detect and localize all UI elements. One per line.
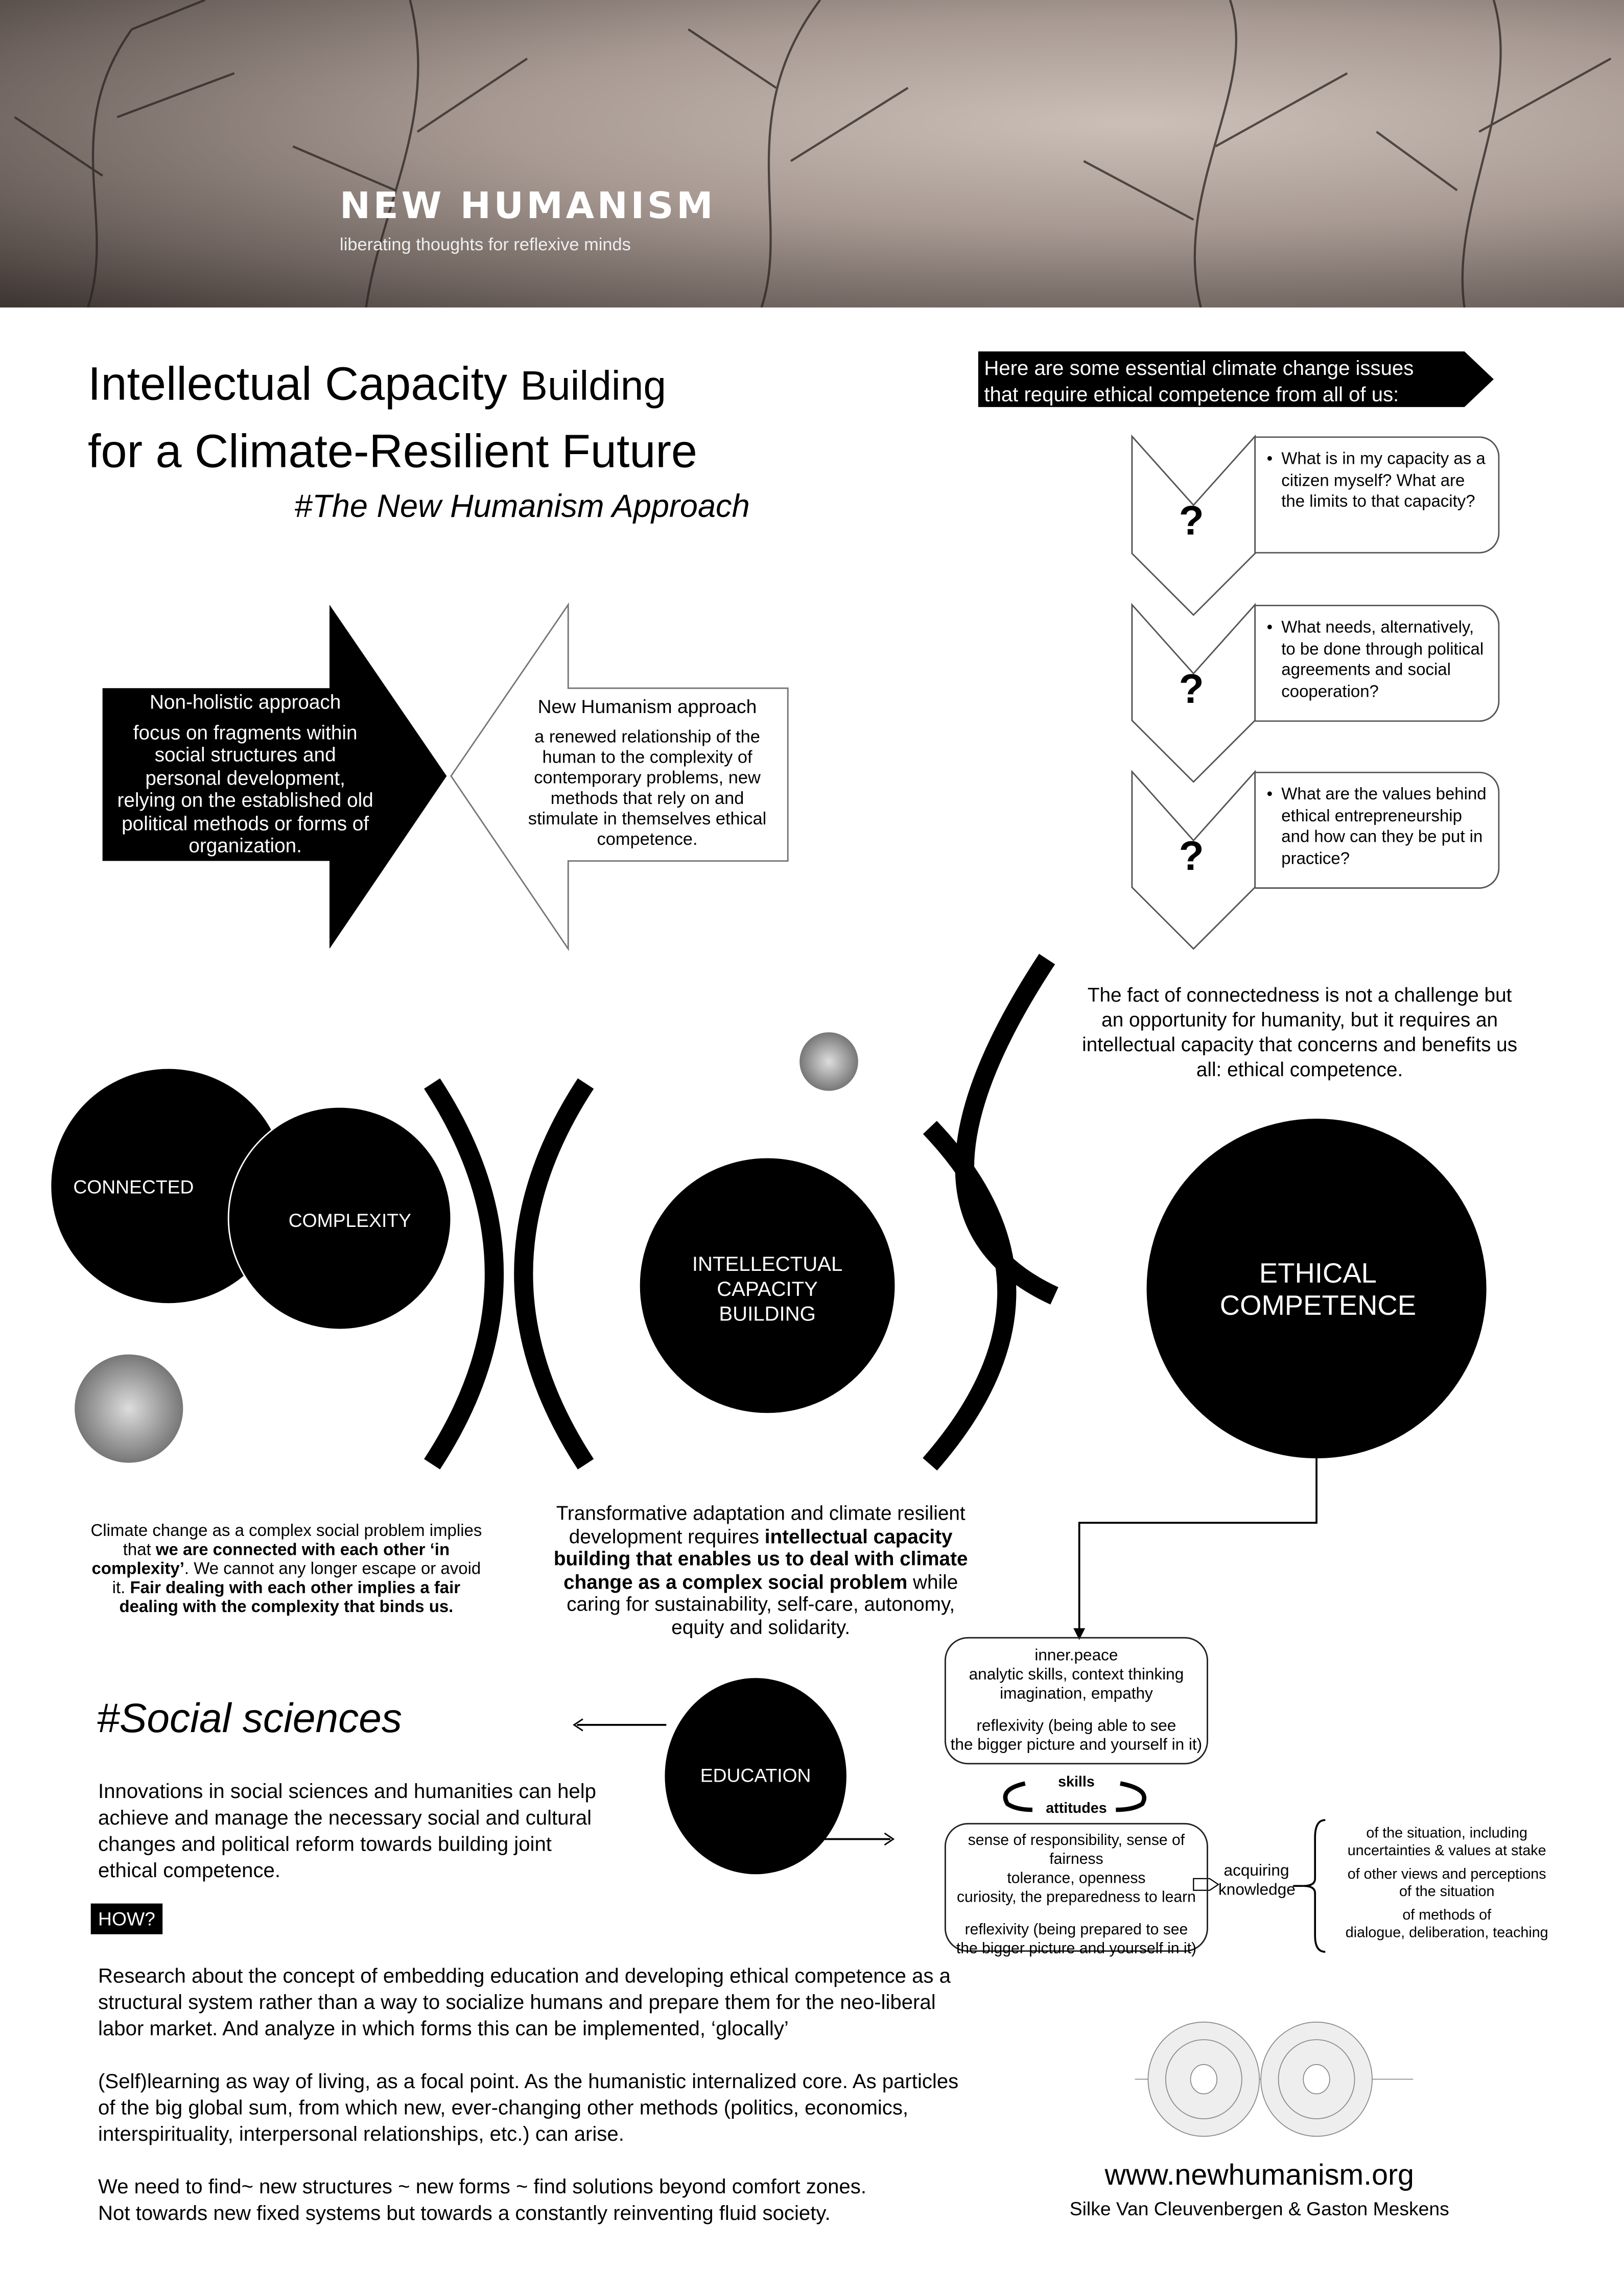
complexity-label: COMPLEXITY xyxy=(288,1209,411,1232)
question-mark-icon: ? xyxy=(1179,833,1204,879)
transform-text: Transformative adaptation and climate re… xyxy=(553,1502,968,1638)
connector-line xyxy=(1078,1458,1317,1628)
education-label: EDUCATION xyxy=(700,1764,811,1787)
non-holistic-title: Non-holistic approach xyxy=(149,691,341,714)
header-photo xyxy=(0,0,1624,307)
bracket-close-1 xyxy=(424,1078,504,1470)
new-humanism-title: New Humanism approach xyxy=(537,695,757,718)
banner-arrow xyxy=(978,351,1494,407)
non-holistic-text: Non-holistic approach focus on fragments… xyxy=(117,691,373,857)
bracket-open-1 xyxy=(514,1078,594,1470)
authors: Silke Van Cleuvenbergen & Gaston Meskens xyxy=(1069,2197,1449,2220)
new-humanism-arrow xyxy=(450,602,789,952)
issue-box: What are the values behind ethical entre… xyxy=(1255,771,1500,889)
issue-box: What is in my capacity as a citizen myse… xyxy=(1255,436,1500,554)
photo-circle xyxy=(75,1354,183,1463)
non-holistic-arrow xyxy=(102,604,447,949)
new-humanism-text: New Humanism approach a renewed relation… xyxy=(515,695,779,849)
acquiring-knowledge-label: acquiring knowledge xyxy=(1218,1862,1296,1899)
banner-line2: that require ethical competence from all… xyxy=(984,382,1399,406)
social-sciences-heading: #Social sciences xyxy=(97,1695,403,1741)
page-title: Intellectual Capacity Building for a Cli… xyxy=(88,351,697,483)
icb-circle xyxy=(640,1158,895,1413)
logo-discs xyxy=(1135,2021,1414,2137)
complexity-circle xyxy=(227,1106,452,1331)
skills-label: skills xyxy=(1058,1774,1095,1791)
brand-logo: NEW HUMANISM xyxy=(340,184,716,227)
climate-text: Climate change as a complex social probl… xyxy=(90,1523,482,1617)
connected-label: CONNECTED xyxy=(73,1175,194,1198)
structures-paragraph: We need to find~ new structures ~ new fo… xyxy=(98,2174,866,2224)
connectedness-text: The fact of connectedness is not a chall… xyxy=(1082,984,1518,1081)
new-humanism-body: a renewed relationship of the human to t… xyxy=(528,726,767,849)
selflearning-paragraph: (Self)learning as way of living, as a fo… xyxy=(98,2069,959,2145)
page-subtitle: #The New Humanism Approach xyxy=(294,487,750,525)
how-label: HOW? xyxy=(90,1903,163,1934)
attitudes-label: attitudes xyxy=(1046,1801,1107,1817)
brand-tagline: liberating thoughts for reflexive minds xyxy=(340,234,631,255)
issues-banner: Here are some essential climate change i… xyxy=(978,351,1494,406)
education-circle xyxy=(665,1678,846,1875)
photo-circle-small xyxy=(799,1032,858,1091)
ethical-circle xyxy=(1146,1119,1487,1459)
research-paragraph: Research about the concept of embedding … xyxy=(98,1963,951,2040)
bracket-close-2 xyxy=(923,1121,1017,1471)
question-mark-icon: ? xyxy=(1179,666,1204,712)
title-line1: Intellectual Capacity xyxy=(87,357,507,410)
attitudes-box: sense of responsibility, sense of fairne… xyxy=(944,1822,1208,1958)
title-line1-small: Building xyxy=(520,363,667,409)
social-intro: Innovations in social sciences and human… xyxy=(98,1779,597,1882)
website-link[interactable]: www.newhumanism.org xyxy=(1104,2160,1414,2192)
connected-circle xyxy=(51,1069,286,1304)
ethical-label: ETHICAL COMPETENCE xyxy=(1219,1259,1417,1322)
title-line2: for a Climate-Resilient Future xyxy=(87,424,697,478)
question-mark-icon: ? xyxy=(1179,498,1204,543)
tree-branches-image xyxy=(14,0,1612,307)
issue-box: What needs, alternatively, to be done th… xyxy=(1255,604,1500,722)
icb-label: INTELLECTUAL CAPACITY BUILDING xyxy=(692,1251,843,1325)
cycle-arrows-icon xyxy=(1003,1781,1147,1812)
banner-line1: Here are some essential climate change i… xyxy=(984,356,1414,380)
brace xyxy=(1303,1819,1326,1953)
non-holistic-body: focus on fragments within social structu… xyxy=(117,721,373,857)
